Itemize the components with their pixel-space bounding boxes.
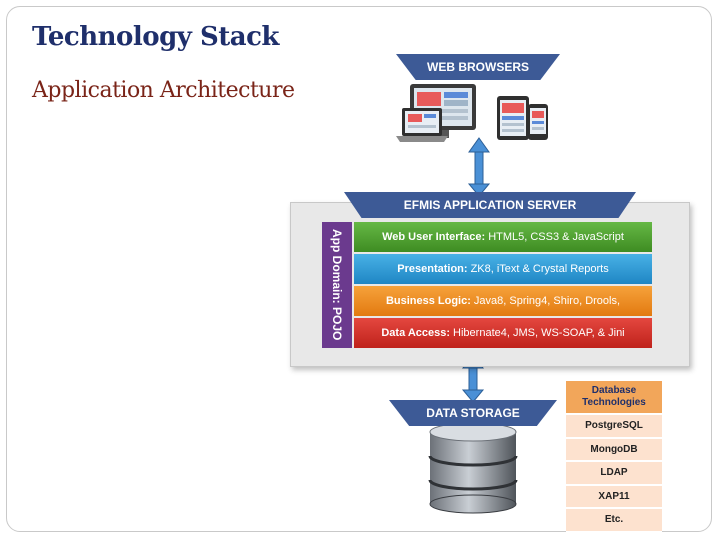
- db-item-ldap: LDAP: [566, 462, 662, 486]
- layer-presentation: Presentation: ZK8, iText & Crystal Repor…: [354, 254, 652, 284]
- web-browsers-banner: WEB BROWSERS: [396, 54, 560, 80]
- devices-icon: [396, 84, 548, 142]
- db-item-etc: Etc.: [566, 509, 662, 533]
- application-server-banner: EFMIS APPLICATION SERVER: [344, 192, 636, 218]
- database-technologies-list: Database Technologies PostgreSQL MongoDB…: [566, 381, 662, 533]
- layer-business-logic: Business Logic: Java8, Spring4, Shiro, D…: [354, 286, 652, 316]
- layer-tech: ZK8, iText & Crystal Reports: [470, 263, 609, 275]
- layer-name: Business Logic:: [385, 295, 471, 307]
- layer-name: Data Access:: [381, 327, 451, 339]
- data-storage-banner: DATA STORAGE: [389, 400, 557, 426]
- slide-frame: [6, 6, 712, 532]
- database-technologies-header: Database Technologies: [566, 381, 662, 415]
- slide-title: Technology Stack: [32, 22, 279, 52]
- layer-name: Web User Interface:: [382, 231, 486, 243]
- database-icon: [428, 422, 518, 514]
- double-arrow-icon: [467, 137, 491, 197]
- slide-subtitle: Application Architecture: [32, 78, 295, 103]
- layer-tech: HTML5, CSS3 & JavaScript: [488, 231, 624, 243]
- db-item-mongodb: MongoDB: [566, 438, 662, 462]
- layer-tech: Java8, Spring4, Shiro, Drools,: [473, 295, 621, 307]
- app-domain-bar: App Domain: POJO: [322, 222, 352, 348]
- app-domain-label: App Domain: POJO: [330, 229, 344, 341]
- db-item-xap11: XAP11: [566, 485, 662, 509]
- layer-data-access: Data Access: Hibernate4, JMS, WS-SOAP, &…: [354, 318, 652, 348]
- layer-name: Presentation:: [397, 263, 468, 275]
- layer-web-user-interface: Web User Interface: HTML5, CSS3 & JavaSc…: [354, 222, 652, 252]
- db-item-postgresql: PostgreSQL: [566, 415, 662, 439]
- layer-tech: Hibernate4, JMS, WS-SOAP, & Jini: [453, 327, 625, 339]
